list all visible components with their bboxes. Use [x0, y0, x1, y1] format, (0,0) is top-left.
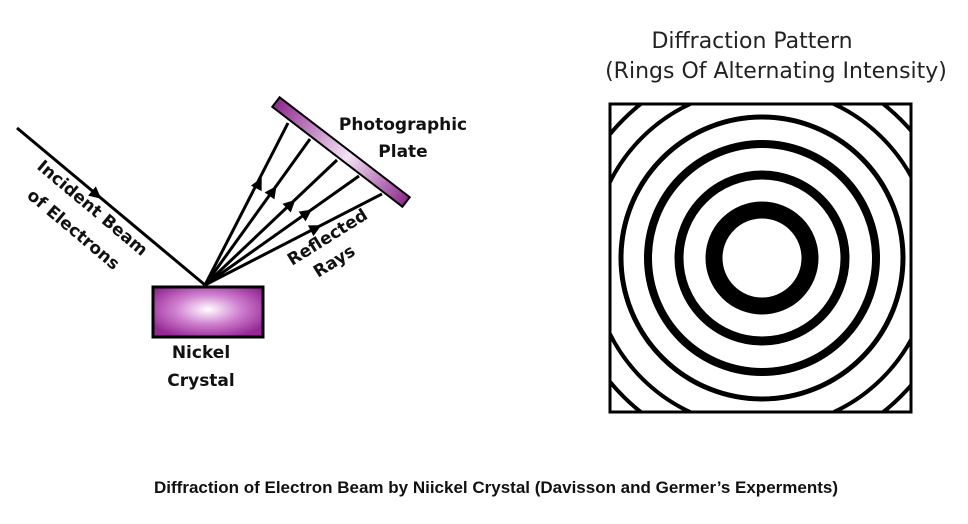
arrow-icon: [298, 209, 312, 222]
nickel-crystal: [151, 285, 265, 339]
figure-caption: Diffraction of Electron Beam by Niickel …: [154, 478, 838, 497]
arrow-icon: [264, 186, 277, 200]
photographic-plate: [270, 95, 412, 209]
crystal-label-line1: Nickel: [172, 343, 230, 363]
incident-beam: [16, 126, 206, 287]
arrow-icon: [88, 186, 102, 199]
pattern-frame: [608, 102, 913, 414]
pattern-title-line2: (Rings Of Alternating Intensity): [605, 59, 947, 84]
pattern-title-line1: Diffraction Pattern: [651, 29, 852, 54]
arrow-icon: [282, 199, 296, 213]
ring-1: [705, 201, 819, 315]
arrow-icon: [307, 225, 322, 237]
ring-4: [618, 114, 906, 402]
ring-5: [611, 105, 910, 411]
crystal-label-line2: Crystal: [167, 371, 235, 391]
ring-2: [674, 170, 850, 346]
plate-label-line2: Plate: [378, 142, 427, 162]
reflected-rays: [203, 122, 383, 287]
arrow-icon: [250, 177, 262, 192]
diffraction-pattern: [608, 102, 913, 414]
ring-3: [644, 140, 880, 376]
plate-label-line1: Photographic: [339, 115, 467, 135]
ray-arrows: [250, 177, 322, 237]
ring-6: [611, 105, 910, 411]
